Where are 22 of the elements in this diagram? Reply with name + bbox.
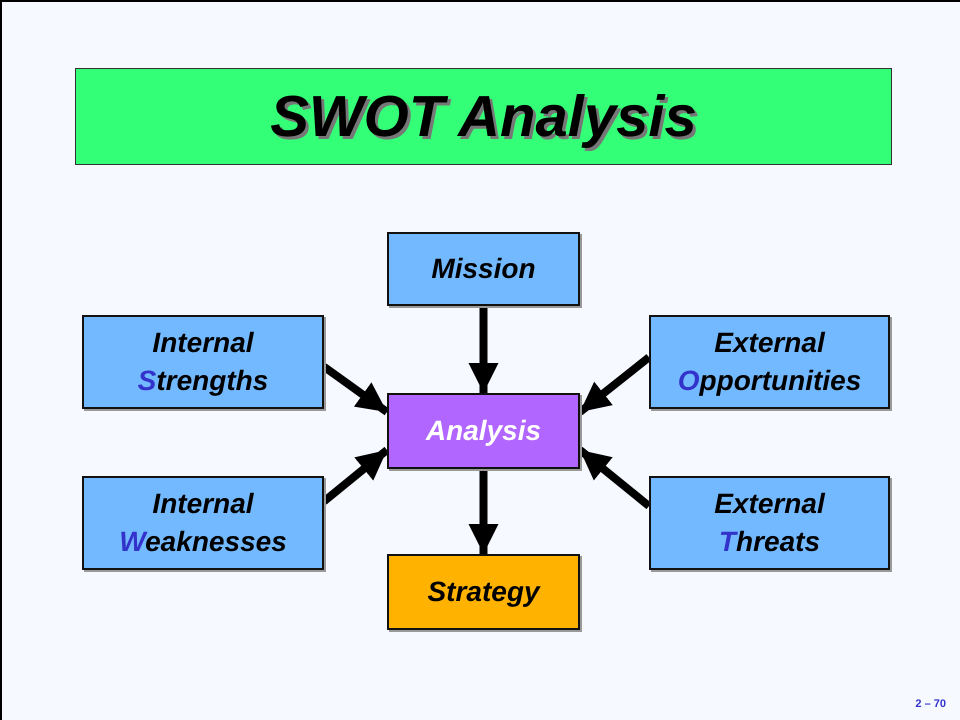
process-box — [387, 393, 580, 469]
box-label: Strengths — [138, 364, 268, 398]
box-label: Threats — [718, 525, 820, 559]
box-label: Internal — [152, 326, 254, 360]
process-box — [387, 554, 580, 630]
title: SWOT Analysis — [270, 83, 697, 150]
process-box — [82, 476, 324, 570]
process-box — [649, 315, 890, 409]
page-number: 2 – 70 — [915, 698, 946, 710]
arrow — [468, 306, 498, 393]
box-label: Strategy — [427, 575, 540, 609]
process-box — [649, 476, 890, 570]
box-label: External — [714, 326, 825, 360]
process-box — [387, 232, 580, 306]
box-label: Weaknesses — [119, 525, 287, 559]
box-label: Opportunities — [678, 364, 862, 398]
process-box — [82, 315, 324, 409]
box-label: Analysis — [426, 414, 542, 448]
box-label: External — [714, 487, 825, 521]
box-label: Mission — [431, 252, 536, 286]
box-label: Internal — [152, 487, 254, 521]
arrow — [468, 469, 498, 554]
